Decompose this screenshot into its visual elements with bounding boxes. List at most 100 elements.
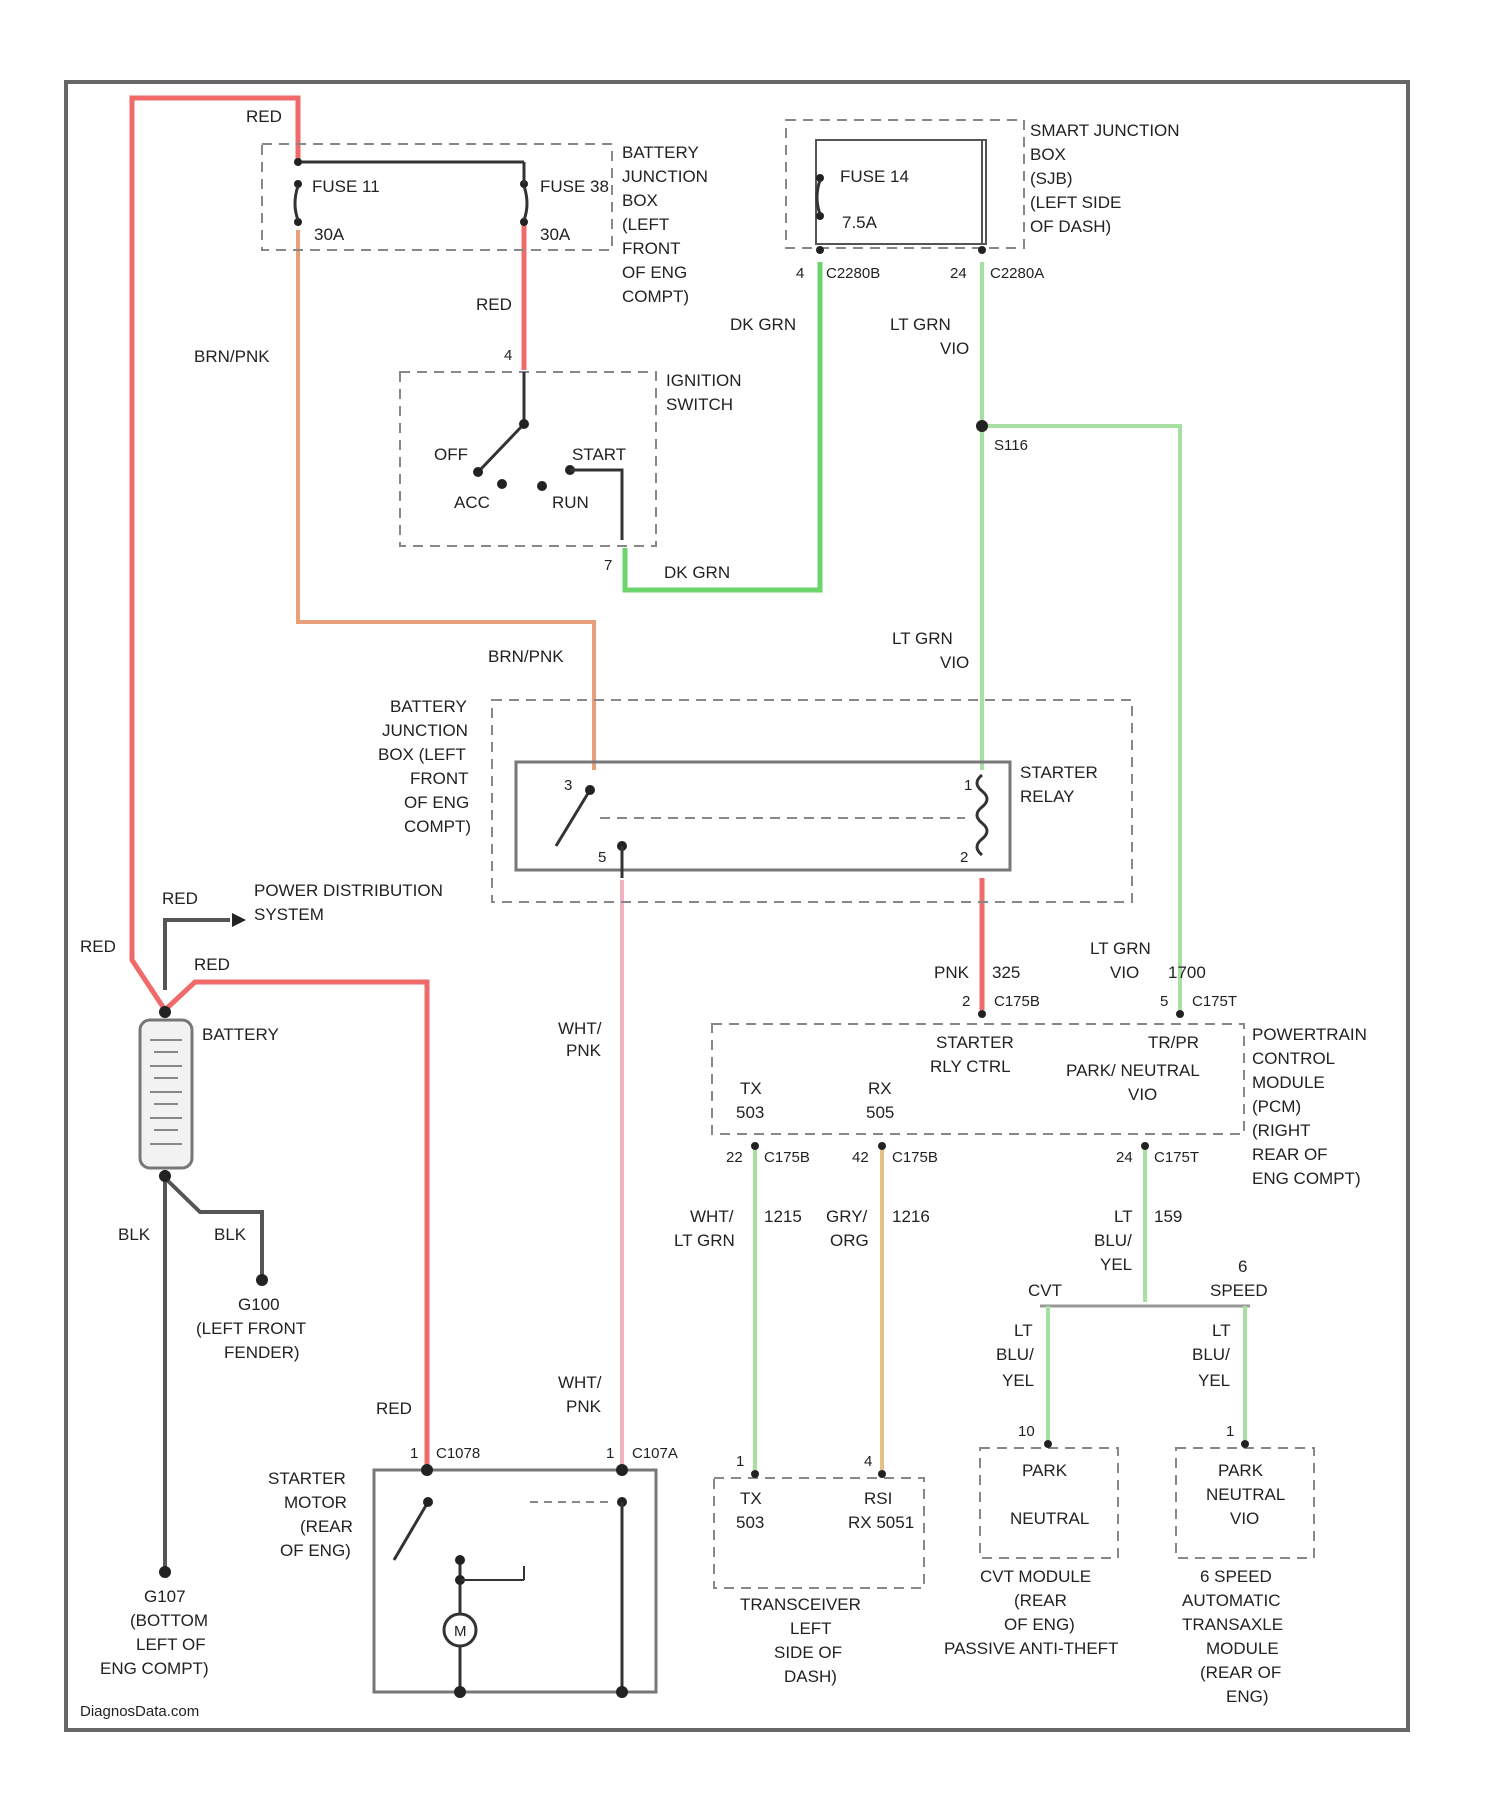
wire-label-wht-pnk-2a: WHT/: [558, 1373, 602, 1392]
trx-rx-1: RSI: [864, 1489, 892, 1508]
sm-conn2: C107A: [632, 1445, 678, 1462]
six-speed-module-label: 6 SPEED AUTOMATIC TRANSAXLE MODULE (REAR…: [1182, 1567, 1283, 1706]
sm-solenoid-blade: [394, 1502, 428, 1560]
wire-label-red-pd: RED: [162, 889, 198, 908]
svg-text:(LEFT SIDE: (LEFT SIDE: [1030, 193, 1121, 212]
wire-label-red-starter-a: RED: [194, 955, 230, 974]
cvt-pin-label: 10: [1018, 1423, 1035, 1440]
sm-conn1: C1078: [436, 1445, 480, 1462]
wire-label-lt-grn-3: LT GRN: [1090, 939, 1151, 958]
cvt-branch-label: CVT: [1028, 1281, 1062, 1300]
g107-label-4: ENG COMPT): [100, 1659, 209, 1678]
svg-text:TRANSAXLE: TRANSAXLE: [1182, 1615, 1283, 1634]
svg-text:CONTROL: CONTROL: [1252, 1049, 1335, 1068]
svg-text:OF DASH): OF DASH): [1030, 217, 1111, 236]
red-wire-starter: [165, 982, 427, 1470]
svg-text:CVT MODULE: CVT MODULE: [980, 1567, 1091, 1586]
wire-label-grn-org-a: GRY/: [826, 1207, 868, 1226]
pcm-conn-24: C175T: [1154, 1149, 1199, 1166]
svg-text:TRANSCEIVER: TRANSCEIVER: [740, 1595, 861, 1614]
wire-label-dk-grn-2: DK GRN: [664, 563, 730, 582]
fuse14-label: FUSE 14: [840, 167, 909, 186]
pcm-tx-2: 503: [736, 1103, 764, 1122]
starter-motor-label-1: STARTER: [268, 1469, 346, 1488]
sm-solenoid-pivot: [423, 1497, 433, 1507]
wire-label-wht-pnk-2b: PNK: [566, 1397, 602, 1416]
ign-acc-contact: [497, 479, 507, 489]
wire-label-red-top: RED: [246, 107, 282, 126]
trx-rx-2: RX 5051: [848, 1513, 914, 1532]
pcm-conn-1758: C175B: [994, 993, 1040, 1010]
wire-label-wht-pnk-1a: WHT/: [558, 1019, 602, 1038]
sm-ground-b: [616, 1686, 628, 1698]
footer-watermark: DiagnosData.com: [80, 1703, 199, 1720]
fuse14-element: [817, 180, 820, 214]
trx-pin-4: [878, 1470, 886, 1478]
smart-junction-box-label: SMART JUNCTION BOX (SJB) (LEFT SIDE OF D…: [1030, 121, 1180, 236]
svg-text:OF ENG: OF ENG: [404, 793, 469, 812]
battery-body: [140, 1020, 192, 1168]
svg-text:(REAR OF: (REAR OF: [1200, 1663, 1281, 1682]
ign-run: RUN: [552, 493, 589, 512]
sm-s-terminal: [616, 1464, 628, 1476]
svg-text:REAR OF: REAR OF: [1252, 1145, 1328, 1164]
pcm-tr-3: VIO: [1128, 1085, 1157, 1104]
power-dist-label-1: POWER DISTRIBUTION: [254, 881, 443, 900]
wire-label-brn-pnk-2: BRN/PNK: [488, 647, 564, 666]
svg-text:COMPT): COMPT): [404, 817, 471, 836]
g100-label-1: G100: [238, 1295, 280, 1314]
at-vio-label: VIO: [1230, 1509, 1259, 1528]
wire-label-brn-pnk-1: BRN/PNK: [194, 347, 270, 366]
battery-negative-terminal: [159, 1170, 171, 1182]
ign-run-contact: [537, 481, 547, 491]
fuse11-label: FUSE 11: [312, 177, 380, 196]
starter-motor-label-2: MOTOR: [284, 1493, 347, 1512]
g107-label-3: LEFT OF: [136, 1635, 206, 1654]
battery-jb-top-label: BATTERY JUNCTION BOX (LEFT FRONT OF ENG …: [622, 143, 708, 306]
trx-pin-1: [751, 1470, 759, 1478]
wire-label-lt-grn-2b: VIO: [940, 653, 969, 672]
svg-text:MODULE: MODULE: [1252, 1073, 1325, 1092]
pcm-pin-5: [1176, 1010, 1184, 1018]
trx-tx-1: TX: [740, 1489, 762, 1508]
at-neutral-label: NEUTRAL: [1206, 1485, 1285, 1504]
cvt-neutral-label: NEUTRAL: [1010, 1509, 1089, 1528]
at-park-label: PARK: [1218, 1461, 1264, 1480]
pcm-conn-42: C175B: [892, 1149, 938, 1166]
g107-label-1: G107: [144, 1587, 186, 1606]
pcm-pin-42: [878, 1142, 886, 1150]
wire-label-wht-ltgrn-n: 1215: [764, 1207, 802, 1226]
wire-label-6spd-b: BLU/: [1192, 1345, 1230, 1364]
ground-g100-dot: [256, 1274, 268, 1286]
svg-text:JUNCTION: JUNCTION: [382, 721, 468, 740]
ign-start: START: [572, 445, 626, 464]
cvt-module-label: CVT MODULE (REAR OF ENG) PASSIVE ANTI-TH…: [944, 1567, 1118, 1658]
wire-label-wht-pnk-1b: PNK: [566, 1041, 602, 1060]
splice-label: S116: [994, 437, 1028, 454]
wire-label-dk-grn-1: DK GRN: [730, 315, 796, 334]
svg-text:BATTERY: BATTERY: [622, 143, 699, 162]
sm-b-terminal: [421, 1464, 433, 1476]
ignition-label-1: IGNITION: [666, 371, 742, 390]
relay-coil: [977, 775, 987, 855]
relay-switch-blade: [556, 790, 590, 846]
wire-label-pnk: PNK: [934, 963, 970, 982]
cvt-pin-10: [1044, 1440, 1052, 1448]
ign-off-contact: [473, 467, 483, 477]
svg-text:SIDE OF: SIDE OF: [774, 1643, 842, 1662]
brn-pnk-wire: [298, 230, 594, 770]
wire-label-blk-2: BLK: [214, 1225, 247, 1244]
pcm-conn-1757: C175T: [1192, 993, 1237, 1010]
ign-pin-top: 4: [504, 347, 512, 364]
power-dist-arrow: [232, 913, 246, 927]
wire-label-wht-ltgrn-b: LT GRN: [674, 1231, 735, 1250]
fuse38-label: FUSE 38: [540, 177, 609, 196]
svg-text:(LEFT: (LEFT: [622, 215, 669, 234]
g100-label-3: FENDER): [224, 1343, 300, 1362]
wire-label-red-side: RED: [80, 937, 116, 956]
sjb-conn2: C2280A: [990, 265, 1044, 282]
wire-label-pnk-num: 325: [992, 963, 1020, 982]
svg-text:SMART JUNCTION: SMART JUNCTION: [1030, 121, 1180, 140]
svg-text:(RIGHT: (RIGHT: [1252, 1121, 1311, 1140]
starter-relay-box: [516, 762, 1010, 870]
